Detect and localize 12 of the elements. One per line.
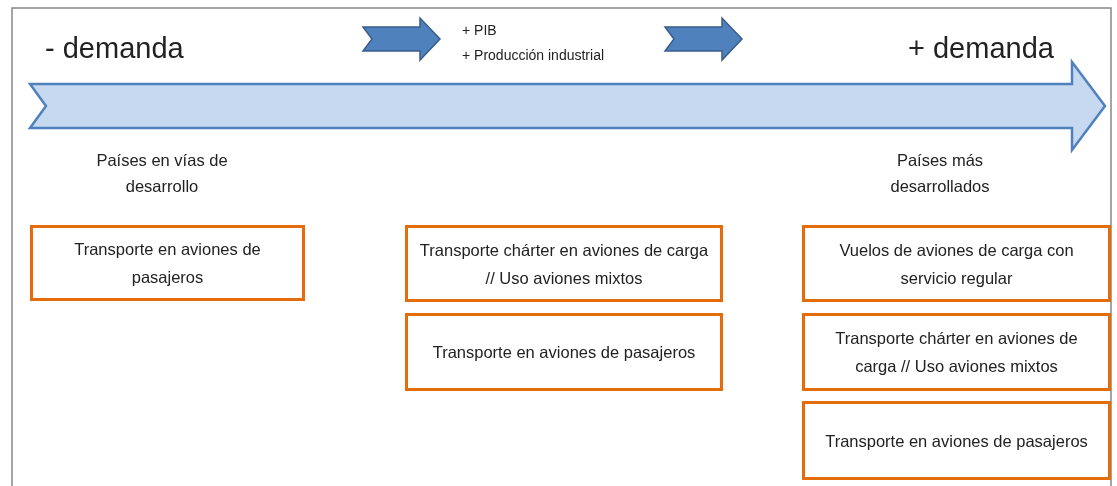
annotation-label: + PIB: [462, 22, 497, 38]
column-heading: Países más desarrollados: [889, 150, 991, 197]
annotation-label: + Producción industrial: [462, 47, 605, 63]
heading-label: + demanda: [908, 32, 1054, 65]
column-heading: Países en vías de desarrollo: [95, 150, 229, 197]
text-box: Transporte chárter en aviones de carga // Uso aviones mixtos: [802, 313, 1111, 391]
text-box: Transporte en aviones de pasajeros: [405, 313, 723, 391]
text-box: Transporte en aviones de pasajeros: [30, 225, 305, 301]
text-box: Transporte chárter en aviones de carga // Uso aviones mixtos: [405, 225, 723, 302]
heading-label: - demanda: [45, 32, 184, 65]
text-box: Transporte en aviones de pasajeros: [802, 401, 1111, 480]
text-box: Vuelos de aviones de carga con servicio regular: [802, 225, 1111, 302]
